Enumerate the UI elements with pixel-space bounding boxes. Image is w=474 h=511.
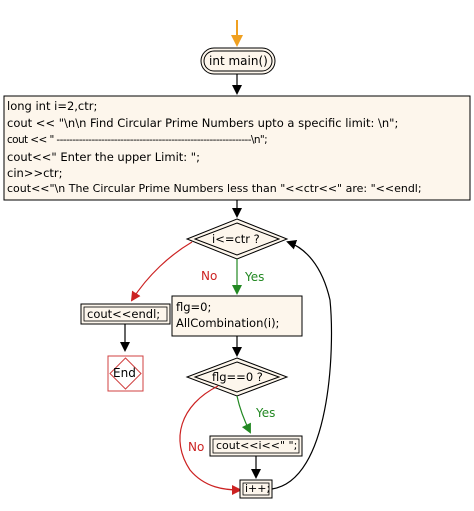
loop-condition-label: i<=ctr ?	[212, 232, 260, 246]
loop-back-arrow	[271, 239, 333, 490]
start-label: int main()	[209, 54, 268, 68]
init-line-1: long int i=2,ctr;	[7, 99, 98, 113]
no-arrow-2	[179, 385, 242, 495]
yes-arrow-2	[236, 395, 251, 434]
end-label: End	[113, 366, 136, 380]
body-line-1: flg=0;	[176, 300, 212, 314]
yes-label-2: Yes	[256, 406, 276, 420]
init-line-6: cout<<"\n The Circular Prime Numbers les…	[7, 182, 422, 195]
yes-label-1: Yes	[245, 270, 265, 284]
no-arrow-1	[130, 241, 193, 302]
flag-condition-label: flg==0 ?	[212, 370, 263, 384]
init-line-4: cout<<" Enter the upper Limit: ";	[7, 150, 200, 164]
start-terminator-shape	[200, 47, 276, 75]
end-terminator-shape	[107, 355, 144, 392]
endl-block-label: cout<<endl;	[87, 307, 161, 321]
body-block-shape	[171, 295, 303, 337]
no-label-2: No	[188, 440, 205, 454]
init-line-5: cin>>ctr;	[7, 166, 63, 180]
increment-block-label: i++;	[245, 482, 271, 495]
init-line-3: cout << " ------------------------------…	[7, 134, 268, 146]
print-block-label: cout<<i<<" ";	[216, 439, 298, 452]
init-line-2: cout << "\n\n Find Circular Prime Number…	[7, 116, 399, 130]
init-block-shape	[3, 95, 471, 201]
body-line-2: AllCombination(i);	[176, 316, 280, 330]
no-label-1: No	[201, 269, 218, 283]
